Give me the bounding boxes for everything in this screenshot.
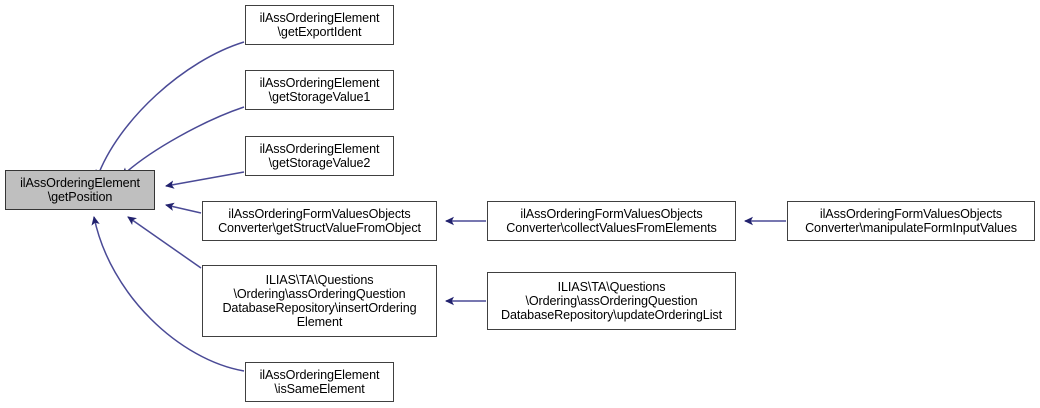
node-collect-values-from-elements[interactable]: ilAssOrderingFormValuesObjects Converter…: [487, 201, 736, 241]
node-label: ILIAS\TA\Questions \Ordering\assOrdering…: [222, 272, 417, 330]
edge-get-storage-value-2-to-get-position: [165, 171, 245, 189]
edge-insert-ordering-element-to-get-position: [127, 216, 202, 269]
edge-get-export-ident-to-get-position: [95, 41, 245, 179]
node-label: ilAssOrderingElement \isSameElement: [259, 367, 380, 396]
node-get-export-ident[interactable]: ilAssOrderingElement \getExportIdent: [245, 5, 394, 45]
node-label: ILIAS\TA\Questions \Ordering\assOrdering…: [500, 279, 723, 323]
node-update-ordering-list[interactable]: ILIAS\TA\Questions \Ordering\assOrdering…: [487, 272, 736, 330]
node-manipulate-form-input-values[interactable]: ilAssOrderingFormValuesObjects Converter…: [787, 201, 1035, 241]
node-get-struct-value-from-object[interactable]: ilAssOrderingFormValuesObjects Converter…: [202, 201, 437, 241]
node-get-position[interactable]: ilAssOrderingElement \getPosition: [5, 170, 155, 210]
node-label: ilAssOrderingElement \getPosition: [20, 175, 140, 204]
node-get-storage-value-2[interactable]: ilAssOrderingElement \getStorageValue2: [245, 136, 394, 176]
node-label: ilAssOrderingFormValuesObjects Converter…: [506, 206, 717, 235]
edge-get-struct-value-to-get-position: [165, 202, 202, 214]
node-label: ilAssOrderingElement \getExportIdent: [259, 10, 380, 39]
node-get-storage-value-1[interactable]: ilAssOrderingElement \getStorageValue1: [245, 70, 394, 110]
node-label: ilAssOrderingElement \getStorageValue1: [259, 75, 380, 104]
node-label: ilAssOrderingElement \getStorageValue2: [259, 141, 380, 170]
node-label: ilAssOrderingFormValuesObjects Converter…: [805, 206, 1017, 235]
node-insert-ordering-element[interactable]: ILIAS\TA\Questions \Ordering\assOrdering…: [202, 265, 437, 337]
edge-get-storage-value-1-to-get-position: [121, 106, 245, 177]
node-is-same-element[interactable]: ilAssOrderingElement \isSameElement: [245, 362, 394, 402]
node-label: ilAssOrderingFormValuesObjects Converter…: [218, 206, 421, 235]
